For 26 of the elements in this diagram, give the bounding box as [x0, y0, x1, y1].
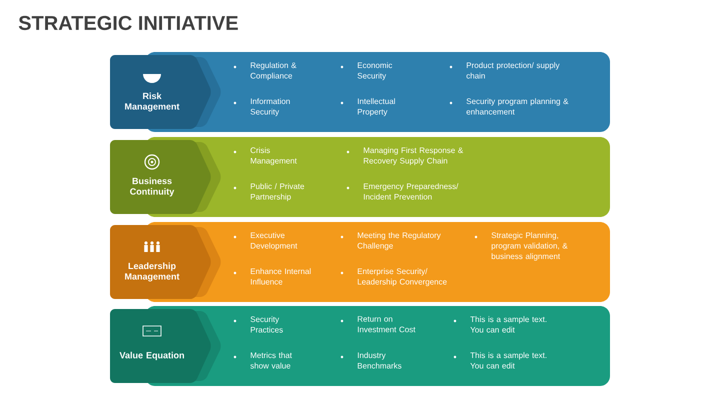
list-item: Industry Benchmarks [358, 352, 402, 369]
list-item: Product protection/ supply chain [466, 62, 560, 79]
list-item: Public / Private Partnership [250, 183, 304, 202]
title: STRATEGIC INITIATIVE [18, 16, 238, 30]
list-item: Emergency Preparedness/ Incident Prevention [364, 183, 458, 200]
list-item: Executive Development [250, 232, 298, 250]
list-item: Crisis Management [250, 147, 297, 166]
list-item: This is a sample text. You can edit [470, 352, 546, 369]
list-item: Enterprise Security/ Leadership Convergence [358, 268, 447, 286]
list-item: Strategic Planning, program validation, & business alignment [492, 232, 568, 261]
list-item: Meeting the Regulatory Challenge [358, 232, 441, 250]
list-item: Intellectual Property [358, 98, 395, 116]
list-item: Security Practices [250, 316, 283, 333]
category-tab: Leadership Management [110, 225, 221, 299]
list-item: This is a sample text. You can edit [470, 316, 546, 333]
list-item: Economic Security [358, 62, 392, 80]
category-tab: Value Equation [110, 309, 221, 383]
list-item: Regulation & Compliance [250, 62, 296, 80]
list-item: Security program planning & enhancement [466, 98, 568, 115]
list-item: Metrics that show value [250, 352, 292, 369]
category-tab: Business Continuity [110, 140, 221, 214]
list-item: Return on Investment Cost [358, 316, 416, 332]
list-item: Information Security [250, 98, 290, 116]
list-item: Managing First Response & Recovery Supply Chain [364, 147, 464, 166]
category-tab: Risk Management [110, 55, 221, 129]
list-item: Enhance Internal Influence [250, 268, 311, 285]
